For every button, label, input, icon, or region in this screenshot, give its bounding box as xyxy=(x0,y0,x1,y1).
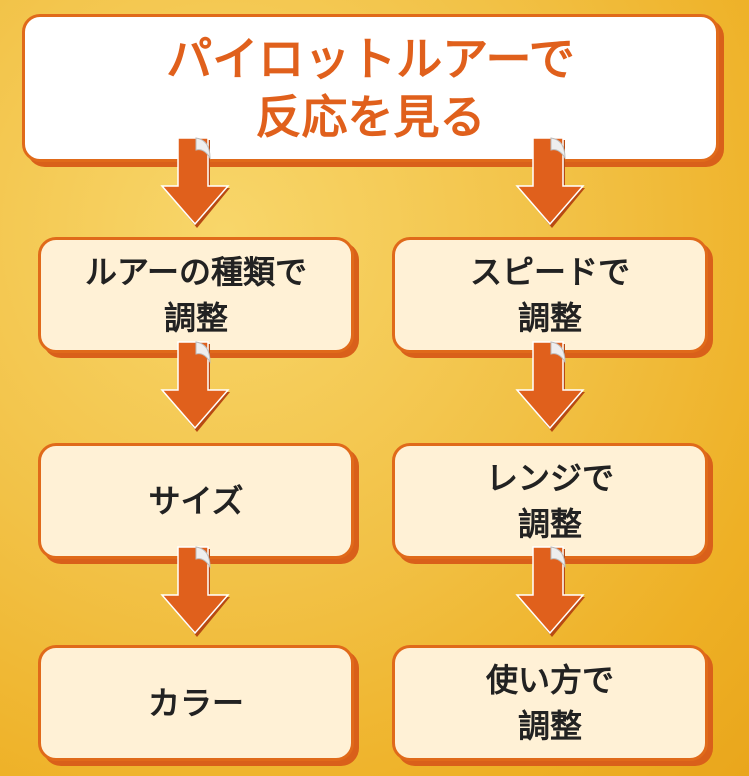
step-text: カラー xyxy=(147,684,244,722)
step-text: 調整 xyxy=(517,707,582,745)
step-range: レンジで 調整 xyxy=(392,443,708,559)
down-arrow-icon xyxy=(160,136,230,228)
step-text: 調整 xyxy=(517,505,582,543)
step-text: 使い方で xyxy=(485,661,614,699)
step-color: カラー xyxy=(38,645,354,761)
down-arrow-icon xyxy=(160,545,230,637)
down-arrow-icon xyxy=(515,340,585,432)
title-box: パイロットルアーで 反応を見る xyxy=(22,14,719,162)
title-line1: パイロットルアーで xyxy=(166,32,575,86)
step-lure-type: ルアーの種類で 調整 xyxy=(38,237,354,353)
step-size: サイズ xyxy=(38,443,354,559)
down-arrow-icon xyxy=(160,340,230,432)
down-arrow-icon xyxy=(515,545,585,637)
step-speed: スピードで 調整 xyxy=(392,237,708,353)
step-text: 調整 xyxy=(517,299,582,337)
step-text: 調整 xyxy=(163,299,228,337)
step-text: サイズ xyxy=(148,482,244,520)
step-text: レンジで xyxy=(485,459,614,497)
down-arrow-icon xyxy=(515,136,585,228)
step-text: ルアーの種類で xyxy=(84,253,308,291)
step-text: スピードで xyxy=(469,253,630,291)
title-line2: 反応を見る xyxy=(255,90,486,144)
step-usage: 使い方で 調整 xyxy=(392,645,708,761)
